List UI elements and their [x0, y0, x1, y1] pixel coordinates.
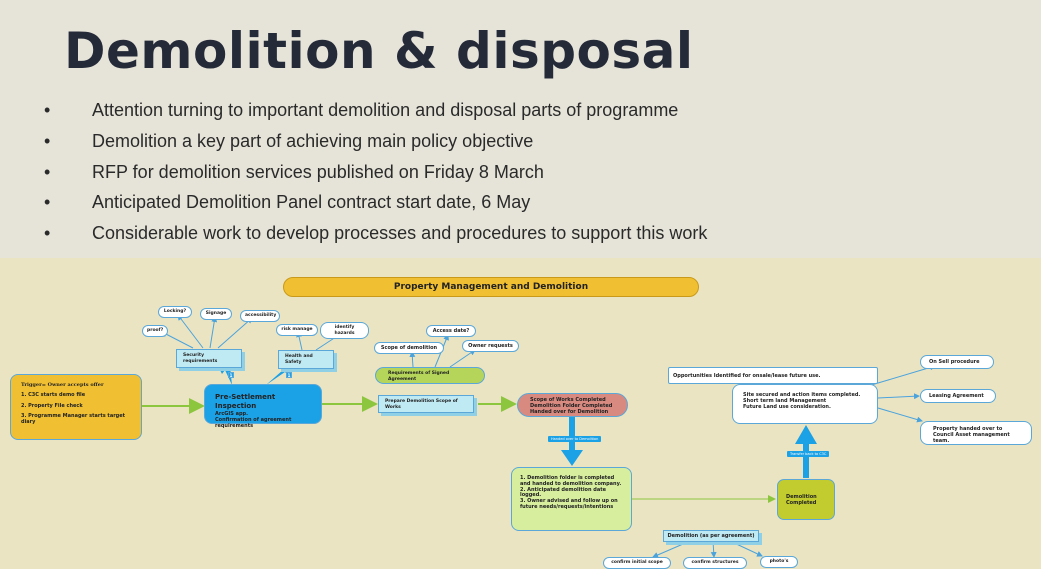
pre-settlement-node: Pre-Settlement Inspection ArcGIS app. Co… — [204, 384, 322, 429]
outcome-on-sell: On Sell procedure — [920, 355, 994, 370]
agreement-child: confirm structures — [683, 557, 747, 569]
badge: 1 — [286, 372, 292, 378]
folder-steps-node: 1. Demolition folder is completed and ha… — [511, 467, 632, 531]
outcome-handover: Property handed over to Council Asset ma… — [920, 421, 1032, 445]
bullet-item: •RFP for demolition services published o… — [44, 162, 544, 182]
slide-title: Demolition & disposal — [64, 22, 694, 80]
handed-over-tag: Handed over to Demolition — [548, 436, 602, 442]
agreement-child: photo's — [760, 556, 798, 568]
requirements-node: Requirements of Signed Agreement — [375, 367, 485, 384]
requirements-child: Access date? — [426, 325, 476, 338]
bullet-item: •Demolition a key part of achieving main… — [44, 131, 534, 151]
security-child: accessibility — [240, 310, 280, 322]
agreement-child: confirm initial scope — [603, 557, 671, 569]
bullet-item: •Attention turning to important demoliti… — [44, 100, 679, 120]
site-secured-node: Site secured and action items completed.… — [732, 384, 878, 424]
security-node: Security requirements — [176, 349, 242, 369]
health-safety-node: Health and Safety — [278, 350, 334, 370]
prepare-scope-node: Prepare Demolition Scope of Works — [378, 395, 474, 413]
transfer-tag: Transfer back to C3C — [787, 451, 830, 457]
per-agreement-node: Demolition (as per agreement) — [663, 530, 759, 543]
security-child: proof? — [142, 325, 168, 337]
requirements-child: Owner requests — [462, 340, 519, 353]
outcome-leasing: Leasing Agreement — [920, 389, 996, 404]
bullet-item: •Considerable work to develop processes … — [44, 223, 708, 243]
demolition-completed-node: Demolition Completed — [777, 479, 835, 520]
health-child: identify hazards — [320, 322, 369, 340]
slide-header-area: Demolition & disposal •Attention turning… — [0, 0, 1041, 258]
opportunities-node: Opportunities Identified for onsale/leas… — [668, 367, 878, 384]
requirements-child: Scope of demolition — [374, 342, 444, 355]
security-child: Signage — [200, 308, 232, 320]
security-child: Locking? — [158, 306, 192, 318]
diagram-header: Property Management and Demolition — [283, 277, 699, 297]
bullet-item: •Anticipated Demolition Panel contract s… — [44, 192, 531, 212]
trigger-node: Trigger= Owner accepts offer 1. C3C star… — [10, 374, 142, 440]
badge: 1 — [228, 372, 234, 378]
health-child: risk manage — [276, 324, 318, 336]
scope-completed-node: Scope of Works Completed Demolition Fold… — [517, 393, 628, 417]
